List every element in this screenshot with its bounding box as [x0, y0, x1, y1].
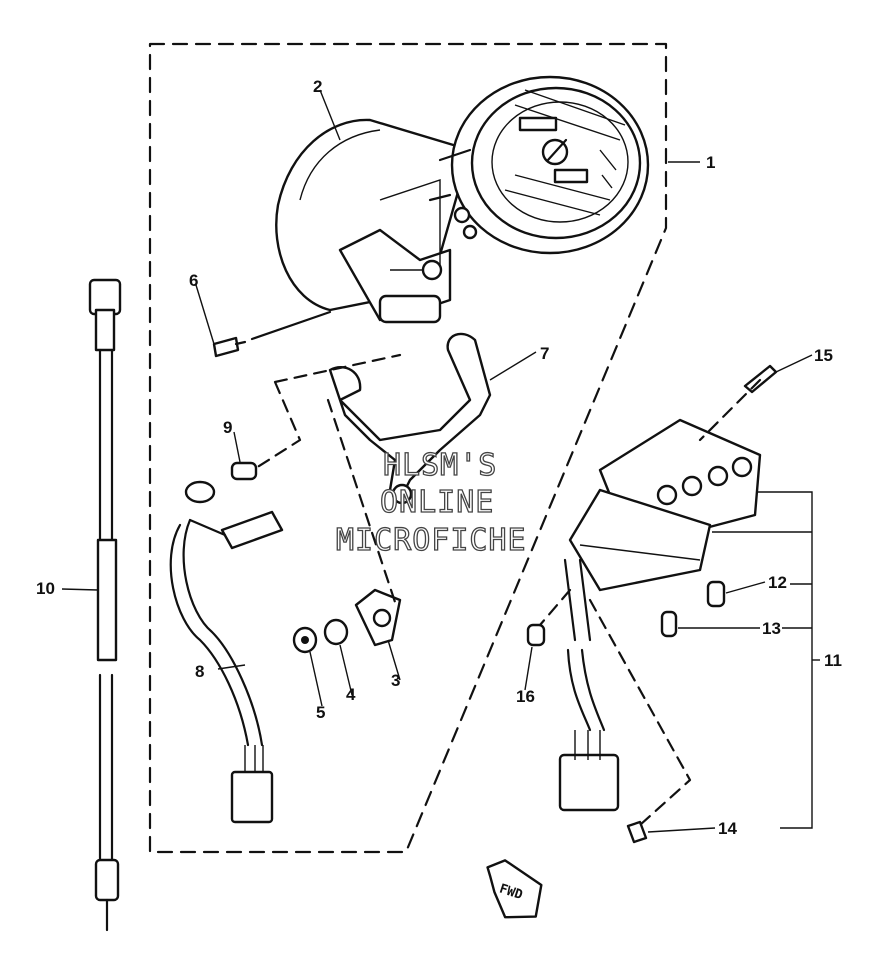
leader-lines: [61, 89, 820, 833]
screw-6: [212, 310, 332, 358]
watermark-line-1: HLSM'S: [383, 448, 497, 483]
bulb-16: [526, 623, 546, 647]
speedometer-cable: [88, 278, 122, 932]
speedometer-gauge: [428, 75, 650, 255]
callout-6: 6: [189, 271, 198, 290]
watermark-line-2: ONLINE: [380, 485, 494, 520]
meter-bracket: [328, 332, 492, 505]
callout-9: 9: [223, 418, 232, 437]
callout-3: 3: [391, 671, 400, 690]
callout-11: 11: [824, 651, 842, 670]
callout-2: 2: [313, 77, 322, 96]
screw-14: [626, 820, 648, 844]
bulb-12: [706, 580, 726, 608]
callout-5: 5: [316, 703, 325, 722]
fwd-direction-marker: FWD: [486, 859, 543, 919]
meter-housing: [275, 118, 472, 324]
watermark-line-3: MICROFICHE: [336, 523, 527, 558]
assembly-boundary: [148, 42, 668, 854]
callout-16: 16: [516, 687, 535, 706]
callout-14: 14: [718, 819, 737, 838]
callout-1: 1: [706, 153, 715, 172]
bulb-9: [230, 461, 258, 481]
callout-7: 7: [540, 344, 549, 363]
callout-12: 12: [768, 573, 787, 592]
callout-4: 4: [346, 685, 356, 704]
meter-harness: [169, 480, 284, 824]
grommet-parts: [292, 588, 402, 654]
callout-8: 8: [195, 662, 204, 681]
screw-15: [743, 364, 778, 394]
bulb-13: [660, 610, 678, 638]
callout-10: 10: [36, 579, 55, 598]
fwd-label: FWD: [497, 882, 524, 904]
indicator-light-unit: [558, 418, 762, 812]
callout-15: 15: [814, 346, 833, 365]
callout-13: 13: [762, 619, 781, 638]
